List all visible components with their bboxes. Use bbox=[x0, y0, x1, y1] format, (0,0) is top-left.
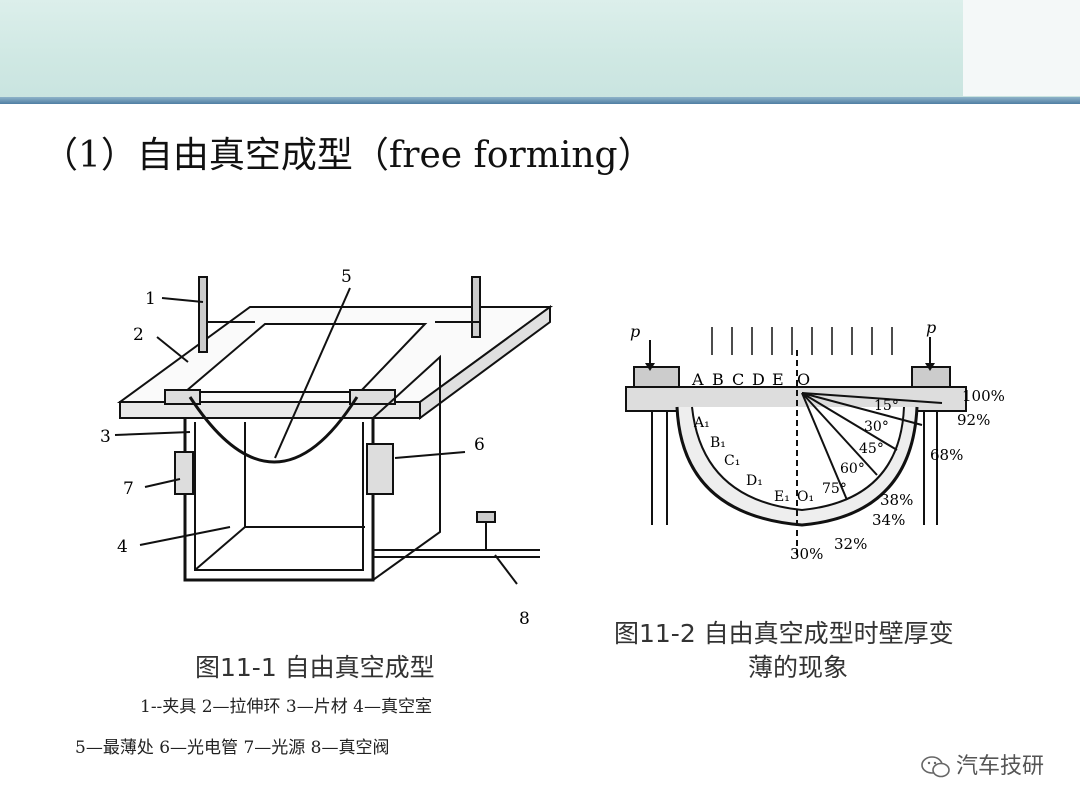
angle-30: 30° bbox=[864, 419, 889, 435]
callout-6: 6 bbox=[474, 435, 485, 455]
watermark: 汽车技研 bbox=[920, 748, 1044, 780]
callout-8: 8 bbox=[519, 609, 530, 629]
point-D: D bbox=[752, 370, 765, 389]
figure-11-2: p p A B C D E O A₁ B₁ C₁ D₁ E₁ O₁ 15° 30… bbox=[625, 318, 1005, 563]
pct-68: 68% bbox=[930, 446, 963, 464]
point-E1: E₁ bbox=[774, 489, 790, 505]
fig1-legend-line1: 1--夹具 2—拉伸环 3—片材 4—真空室 bbox=[140, 697, 432, 717]
point-A1: A₁ bbox=[693, 415, 710, 431]
force-label-left: p bbox=[630, 322, 640, 341]
slide-title: （1）自由真空成型（free forming） bbox=[42, 135, 654, 176]
point-A: A bbox=[691, 370, 704, 389]
point-C1: C₁ bbox=[724, 453, 740, 469]
fig2-caption-line2: 薄的现象 bbox=[748, 653, 849, 682]
callout-5: 5 bbox=[341, 267, 352, 287]
header-band bbox=[0, 0, 1080, 104]
point-C: C bbox=[732, 370, 744, 389]
pct-32: 32% bbox=[834, 535, 867, 553]
figure-11-1: 1 2 3 4 5 6 7 8 bbox=[100, 267, 554, 629]
watermark-text: 汽车技研 bbox=[955, 754, 1044, 779]
fig1-legend-line2: 5—最薄处 6—光电管 7—光源 8—真空阀 bbox=[75, 738, 390, 758]
angle-15: 15° bbox=[874, 398, 899, 414]
header-stripe bbox=[0, 97, 1080, 104]
angle-60: 60° bbox=[840, 461, 865, 477]
pct-92: 92% bbox=[957, 411, 990, 429]
fig2-caption-line1: 图11-2 自由真空成型时壁厚变 bbox=[614, 619, 954, 648]
callout-2: 2 bbox=[133, 325, 144, 345]
callout-7: 7 bbox=[123, 479, 134, 499]
callout-1: 1 bbox=[145, 289, 156, 309]
pct-34: 34% bbox=[872, 511, 905, 529]
point-O1: O₁ bbox=[797, 489, 814, 505]
pct-38: 38% bbox=[880, 491, 913, 509]
pct-100: 100% bbox=[962, 387, 1005, 405]
point-O: O bbox=[797, 370, 810, 389]
point-B1: B₁ bbox=[710, 435, 726, 451]
point-D1: D₁ bbox=[746, 473, 763, 489]
wechat-icon bbox=[921, 756, 950, 778]
point-E: E bbox=[772, 370, 784, 389]
fig1-caption: 图11-1 自由真空成型 bbox=[195, 653, 435, 682]
callout-3: 3 bbox=[100, 427, 111, 447]
angle-75: 75° bbox=[822, 481, 847, 497]
point-B: B bbox=[712, 370, 724, 389]
header-corner bbox=[963, 0, 1080, 96]
angle-45: 45° bbox=[859, 441, 884, 457]
pct-30: 30% bbox=[790, 545, 823, 563]
callout-4: 4 bbox=[117, 537, 128, 557]
force-label-right: p bbox=[926, 318, 936, 337]
